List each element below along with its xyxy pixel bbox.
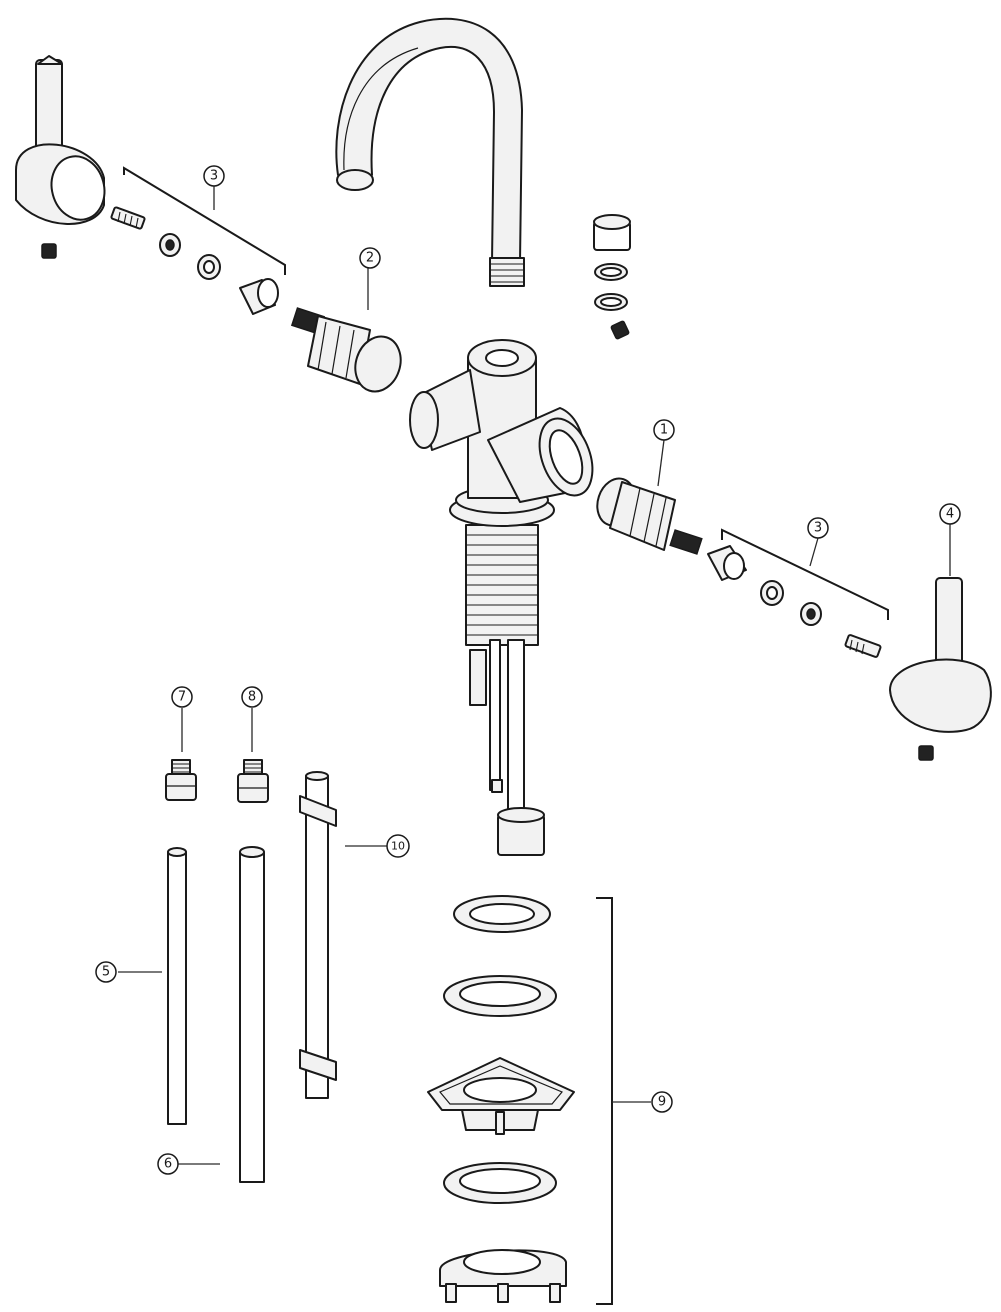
mounting-bracket	[439, 1249, 567, 1303]
svg-text:9: 9	[658, 1095, 666, 1110]
body-supply-tubes	[469, 639, 545, 856]
spout-aerator-parts	[593, 214, 631, 340]
callout-7: 7	[171, 686, 193, 708]
gasket-3	[443, 1162, 557, 1204]
callout-4: 4	[939, 503, 961, 525]
triangular-plate	[427, 1057, 575, 1135]
callout-9: 9	[651, 1091, 673, 1113]
right-handle	[889, 577, 992, 761]
callout-5: 5	[95, 961, 117, 983]
svg-text:7: 7	[178, 690, 186, 705]
mounting-kit-bracket	[596, 897, 613, 1305]
gasket-2	[443, 975, 557, 1017]
supply-tube-5	[167, 847, 187, 1125]
svg-text:10: 10	[391, 840, 405, 853]
lift-rod-10	[299, 771, 337, 1099]
callout-2: 2	[359, 247, 381, 269]
svg-text:3: 3	[210, 169, 218, 184]
supply-adapter-8	[237, 759, 269, 803]
left-handle-hardware	[110, 166, 286, 315]
callout-10: 10	[386, 834, 410, 858]
gasket-1	[453, 895, 551, 933]
callout-1: 1	[653, 419, 675, 441]
supply-tube-6	[239, 846, 265, 1183]
supply-adapter-7	[165, 759, 197, 801]
svg-text:2: 2	[366, 251, 374, 266]
faucet-body	[409, 339, 594, 646]
callout-8: 8	[241, 686, 263, 708]
left-handle	[15, 55, 106, 259]
callout-3-right: 3	[807, 517, 829, 539]
right-cartridge	[596, 477, 703, 555]
svg-text:1: 1	[660, 423, 668, 438]
svg-text:3: 3	[814, 521, 822, 536]
svg-text:5: 5	[102, 965, 110, 980]
callout-6: 6	[157, 1153, 179, 1175]
spout	[335, 17, 525, 287]
svg-text:4: 4	[946, 507, 954, 522]
right-handle-hardware	[707, 528, 889, 658]
svg-text:6: 6	[164, 1157, 172, 1172]
svg-text:8: 8	[248, 690, 256, 705]
mounting-kit-9	[427, 895, 613, 1305]
callout-3-left: 3	[203, 165, 225, 187]
leader-lines	[118, 186, 951, 1165]
left-cartridge	[290, 307, 402, 393]
